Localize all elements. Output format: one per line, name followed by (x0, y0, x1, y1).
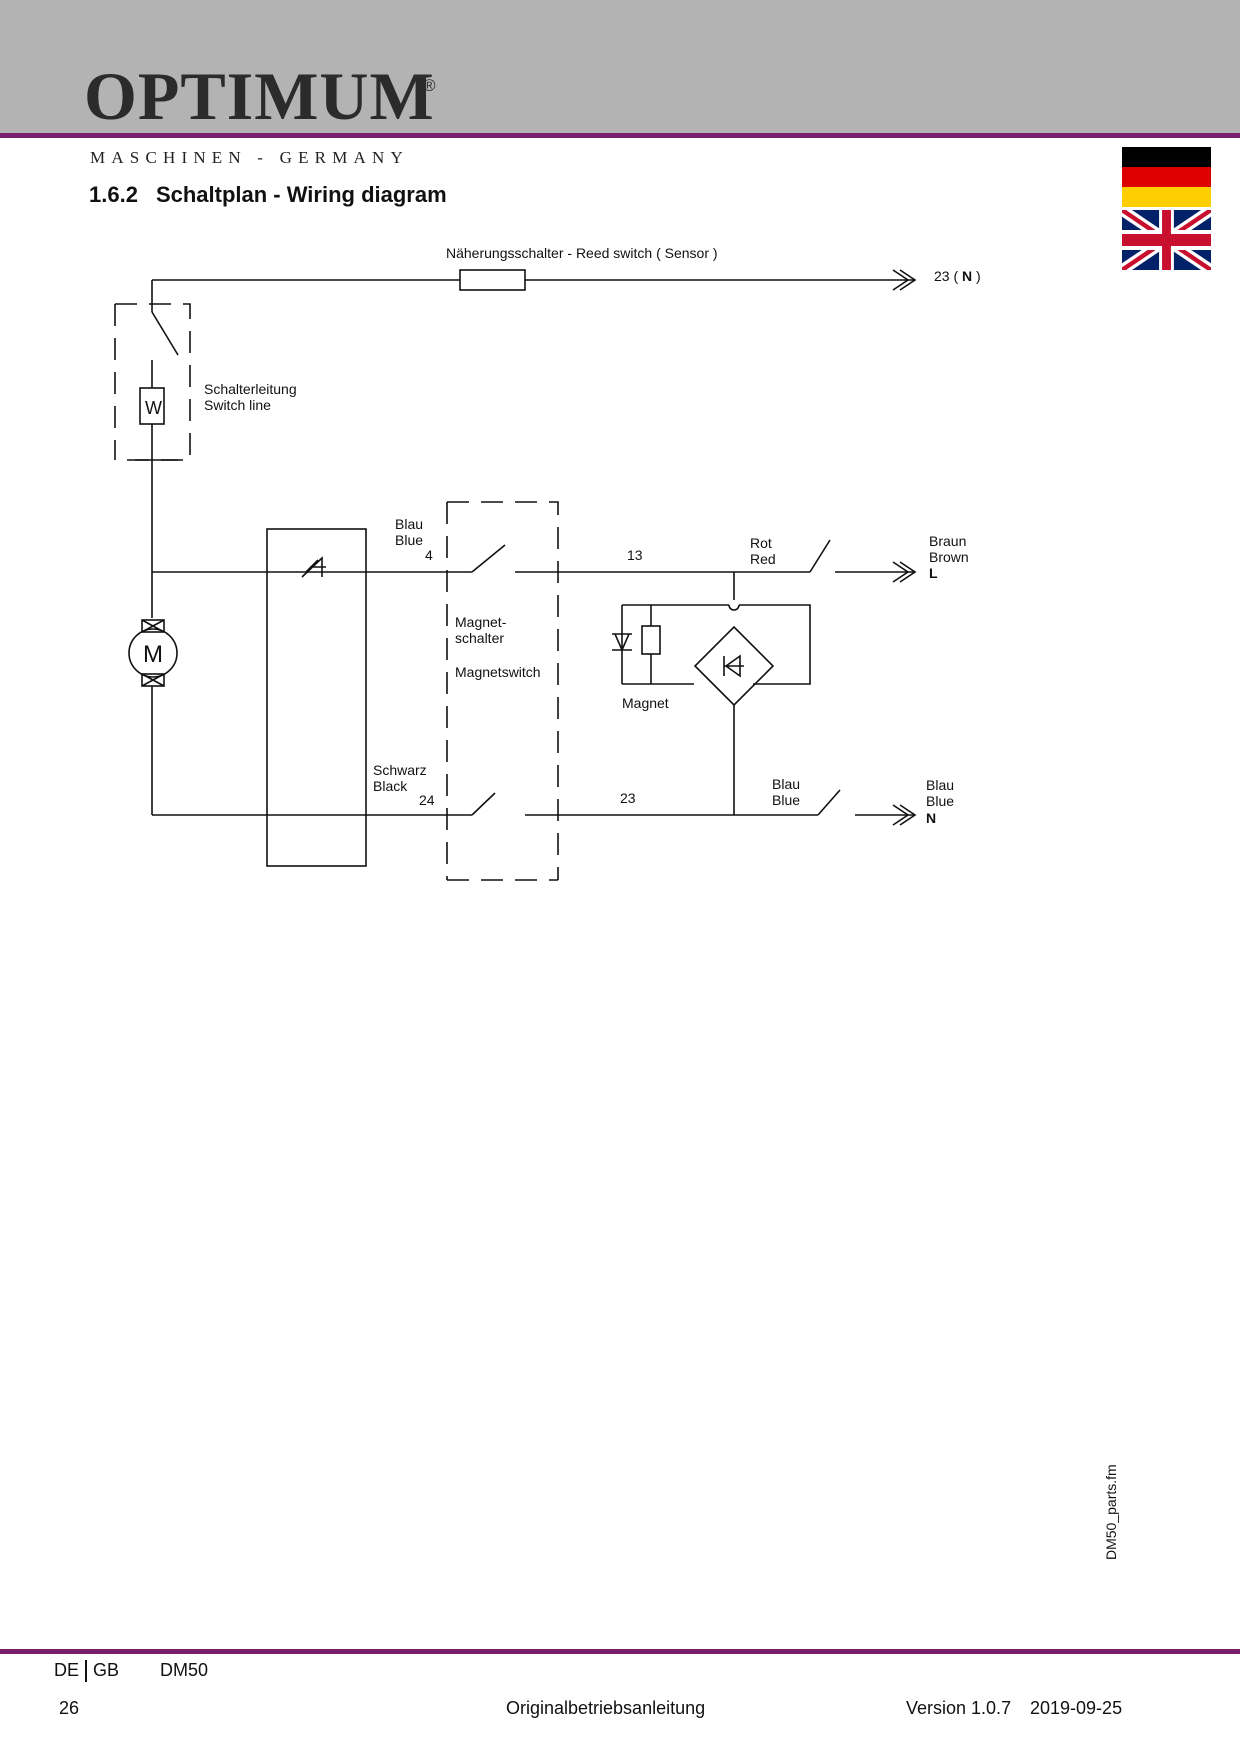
section-title: 1.6.2 Schaltplan - Wiring diagram (89, 182, 447, 208)
header-band (0, 0, 1240, 133)
label-red: Red (750, 551, 776, 567)
brand-logo: OPTIMUM (84, 58, 435, 134)
relay-box (266, 528, 367, 867)
brand-tagline: MASCHINEN - GERMANY (90, 148, 409, 167)
terminal-23-label: 23 ( N ) (934, 268, 981, 284)
motor-icon (128, 628, 178, 678)
label-blau-right: Blau (926, 777, 954, 793)
flag-uk-icon[interactable] (1122, 210, 1211, 270)
magnet-switch-label-de-2: schalter (455, 630, 504, 646)
label-brown: Brown (929, 549, 969, 565)
magnet-coil (641, 625, 661, 655)
label-braun: Braun (929, 533, 966, 549)
label-n: N (926, 810, 936, 826)
section-heading: Schaltplan - Wiring diagram (155, 182, 447, 207)
page-number: 26 (59, 1698, 80, 1718)
label-blue-right: Blue (926, 793, 954, 809)
flag-germany-icon[interactable] (1122, 147, 1211, 207)
label-13: 13 (627, 547, 643, 563)
label-blue-mid: Blue (772, 792, 800, 808)
label-black: Black (373, 778, 408, 794)
registered-mark: ® (423, 76, 436, 95)
switch-line-label-en: Switch line (204, 397, 271, 413)
motor-bottom-terminal (141, 673, 165, 687)
footer-divider (0, 1649, 1240, 1654)
label-24: 24 (419, 792, 435, 808)
magnet-switch-box (446, 501, 559, 881)
source-file-label: DM50_parts.fm (1103, 1464, 1119, 1560)
model-name: DM50 (160, 1660, 209, 1680)
diode-icon (612, 633, 632, 652)
lang-de[interactable]: DE (54, 1660, 80, 1680)
lang-gb[interactable]: GB (93, 1660, 120, 1680)
label-rot: Rot (750, 535, 772, 551)
header-divider (0, 133, 1240, 138)
label-l: L (929, 565, 938, 581)
release-date: 2019-09-25 (1030, 1698, 1123, 1718)
magnet-label: Magnet (622, 695, 669, 711)
document-title: Originalbetriebsanleitung (506, 1698, 706, 1718)
motor-symbol: M (143, 641, 163, 668)
version: Version 1.0.7 (906, 1698, 1012, 1718)
label-schwarz: Schwarz (373, 762, 427, 778)
language-indicator: DE GB (54, 1660, 120, 1683)
label-23: 23 (620, 790, 636, 806)
wiring-diagram: Näherungsschalter - Reed switch ( Sensor… (114, 245, 981, 881)
terminal-arrow-icon (892, 269, 917, 291)
section-number: 1.6.2 (89, 182, 138, 207)
label-4: 4 (425, 547, 433, 563)
magnet-switch-label-en: Magnetswitch (455, 664, 541, 680)
magnet-switch-label-de-1: Magnet- (455, 614, 507, 630)
label-blau-mid: Blau (772, 776, 800, 792)
switch-line-label-de: Schalterleitung (204, 381, 297, 397)
lang-separator (85, 1660, 88, 1683)
thermistor-icon (301, 556, 326, 578)
label-blau-top: Blau (395, 516, 423, 532)
motor-top-terminal (141, 619, 165, 633)
reed-switch-resistor (459, 269, 526, 291)
label-blue-top: Blue (395, 532, 423, 548)
switch-w-symbol: W (145, 398, 162, 418)
reed-switch-label: Näherungsschalter - Reed switch ( Sensor… (446, 245, 718, 261)
